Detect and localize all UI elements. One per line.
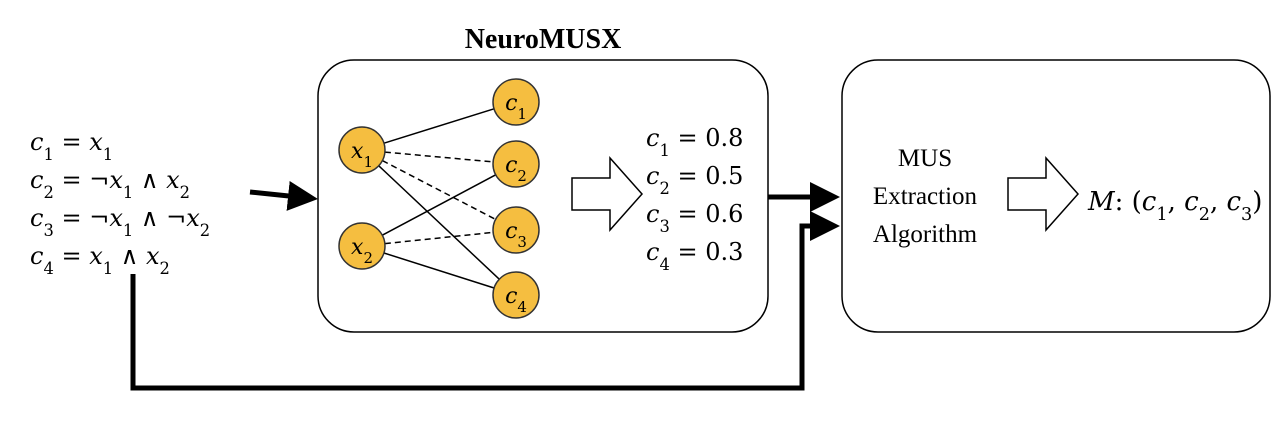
mus-label-line: MUS (898, 145, 952, 172)
clause-score: c3 = 0.6 (646, 200, 743, 236)
variable-node-x1: x1 (338, 126, 386, 174)
positive-edge (383, 252, 495, 289)
clause-scores: c1 = 0.8c2 = 0.5c3 = 0.6c4 = 0.3 (646, 124, 743, 274)
negative-edge (382, 159, 496, 221)
positive-edge (378, 165, 500, 280)
mus-label-line: Extraction (873, 183, 978, 210)
clause-score: c2 = 0.5 (646, 162, 743, 198)
clause-node-c1: c1 (492, 78, 540, 126)
formula-line: c1 = x1 (30, 128, 113, 164)
variable-node-x2: x2 (338, 222, 386, 270)
mus-result: M: (c1, c2, c3) (1087, 187, 1262, 225)
formula-line: c4 = x1 ∧ x2 (30, 242, 170, 278)
node-label: c1 (505, 91, 527, 123)
clause-score: c1 = 0.8 (646, 124, 743, 160)
clause-node-c2: c2 (492, 140, 540, 188)
clause-node-c3: c3 (492, 206, 540, 254)
formula-line: c2 = ¬x1 ∧ x2 (30, 166, 190, 202)
neuromusx-title: NeuroMUSX (465, 24, 622, 55)
neuromusx-box (317, 59, 769, 333)
formula-to-neuromusx-arrow (249, 181, 318, 211)
node-label: c4 (505, 284, 527, 316)
mus-label-line: Algorithm (873, 221, 978, 248)
negative-edge (384, 151, 494, 163)
block-arrow-icon (1007, 156, 1080, 232)
node-label: c3 (505, 219, 527, 251)
positive-edge (381, 174, 497, 236)
node-label: c2 (505, 153, 527, 185)
block-arrow-icon (571, 156, 644, 232)
positive-edge (383, 108, 495, 144)
graph-nodes: x1 x2 c1 c2 c3 c4 (338, 78, 540, 319)
clause-score: c4 = 0.3 (646, 238, 743, 274)
formula-line: c3 = ¬x1 ∧ ¬x2 (30, 204, 210, 240)
graph-edges (378, 108, 500, 289)
negative-edge (384, 231, 494, 245)
clause-node-c4: c4 (492, 271, 540, 319)
mus-extraction-box (841, 59, 1271, 333)
node-label: x1 (351, 139, 373, 171)
node-label: x2 (351, 235, 373, 267)
formula-to-mus-arrow (130, 211, 840, 391)
